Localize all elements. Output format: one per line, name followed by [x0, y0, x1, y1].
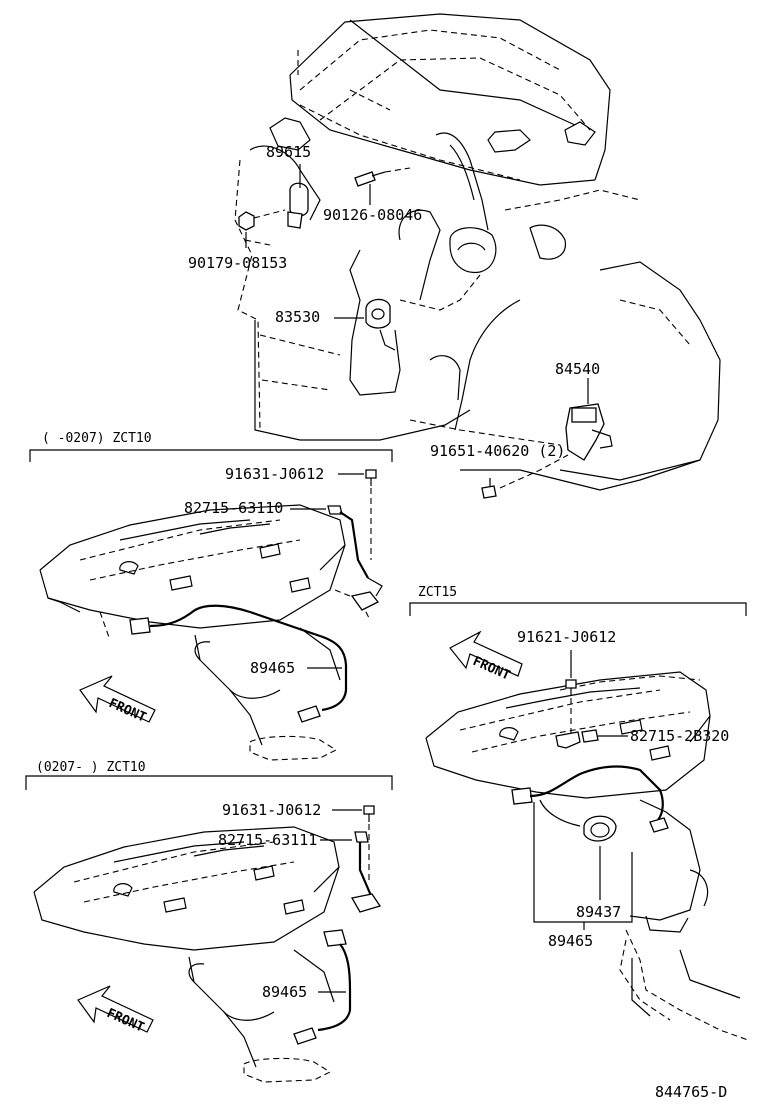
section1-bolt-part [338, 469, 377, 560]
section1-label-bracket: 82715-63110 [184, 499, 283, 517]
section1-front-arrow-icon [79, 675, 156, 723]
section3-header: ZCT15 [418, 585, 457, 600]
part-83530-oil-pressure-switch [334, 298, 391, 329]
section2-label-bolt: 91631-J0612 [222, 801, 321, 819]
section2-label-sensor: 89465 [262, 983, 307, 1001]
label-83530: 83530 [275, 308, 320, 326]
section1-front-label: FRONT [106, 696, 148, 726]
section1-oxygen-sensor-part [129, 604, 348, 723]
section1-bracket-line [29, 449, 393, 462]
section1-header: ( -0207) ZCT10 [42, 431, 152, 446]
label-90179-08153: 90179-08153 [188, 254, 287, 272]
engine-assembly-illustration [234, 13, 721, 491]
section2-bracket-line [25, 775, 393, 790]
section3-bracket-part [555, 729, 628, 749]
section1-label-sensor: 89465 [250, 659, 295, 677]
section3-label-bracket: 82715-2B320 [630, 727, 729, 745]
part-90179-nut [238, 209, 286, 248]
section3-label-sensor: 89465 [548, 932, 593, 950]
section2-header: (0207- ) ZCT10 [36, 760, 146, 775]
section3-part-89437 [583, 815, 617, 900]
part-84540-neutral-start-switch [499, 378, 613, 489]
section2-bracket-part [320, 831, 382, 913]
section1-label-bolt: 91631-J0612 [225, 465, 324, 483]
section3-label-89437: 89437 [576, 903, 621, 921]
label-91651-40620: 91651-40620 (2) [430, 442, 565, 460]
section3-front-label: FRONT [470, 654, 512, 684]
label-90126-08046: 90126-08046 [323, 206, 422, 224]
section2-front-label: FRONT [104, 1006, 146, 1036]
section3-cylinder-head-illustration [425, 671, 749, 1041]
section3-front-arrow-icon [449, 630, 523, 677]
part-89615-knock-sensor [287, 164, 309, 229]
section3-bracket-line [409, 602, 747, 616]
section2-label-bracket: 82715-63111 [218, 831, 317, 849]
section3-oxygen-sensor-part [511, 765, 669, 930]
label-84540: 84540 [555, 360, 600, 378]
part-90126-stud [354, 167, 411, 205]
section2-bolt-part [332, 805, 375, 880]
section1-bracket-part [290, 505, 383, 611]
diagram-id: 844765-D [655, 1083, 727, 1101]
part-91651-bolt [481, 478, 497, 499]
section1-cylinder-head-illustration [39, 504, 371, 761]
section2-cylinder-head-illustration [33, 826, 340, 1083]
section3-label-bolt: 91621-J0612 [517, 628, 616, 646]
section2-oxygen-sensor-part [293, 929, 352, 1045]
section2-front-arrow-icon [77, 985, 154, 1033]
label-89615: 89615 [266, 143, 311, 161]
